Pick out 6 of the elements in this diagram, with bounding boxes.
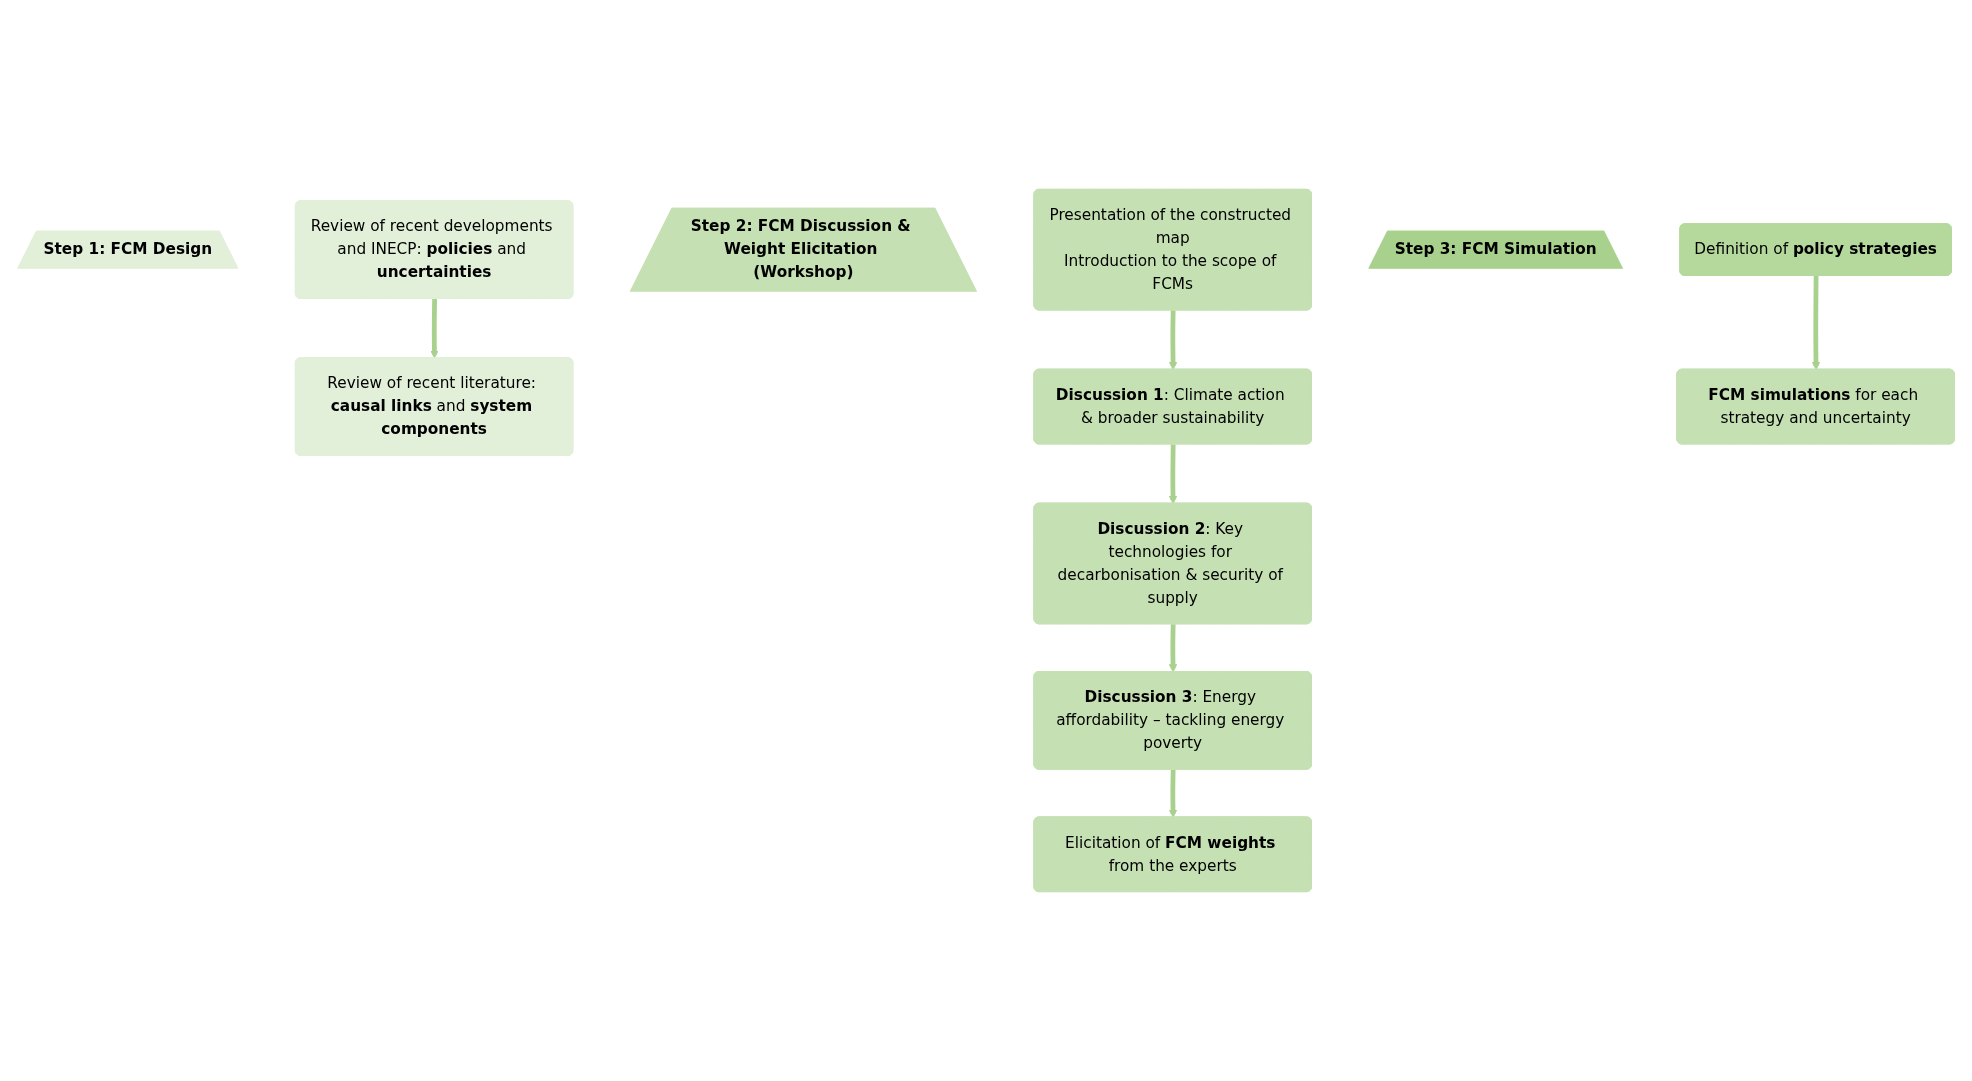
arrow xyxy=(1168,310,1178,371)
arrow xyxy=(1168,624,1178,673)
arrow xyxy=(1168,444,1178,505)
arrow xyxy=(1811,275,1821,371)
arrow xyxy=(430,298,439,359)
arrow xyxy=(1168,769,1178,818)
